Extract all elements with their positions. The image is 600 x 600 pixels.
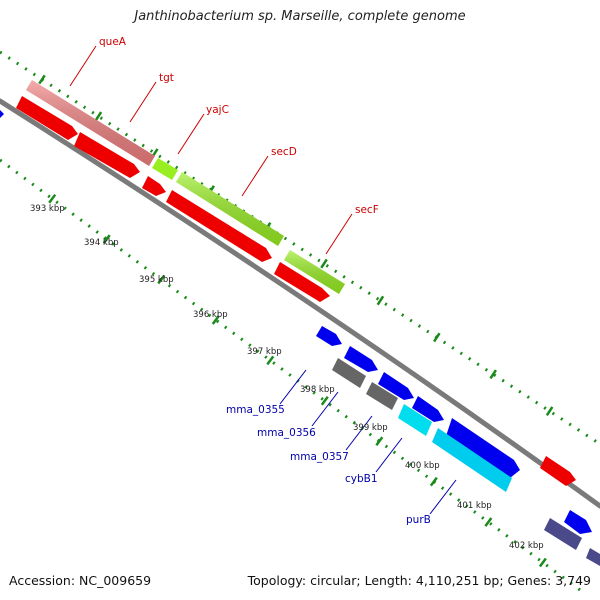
gene-purB-block[interactable] (432, 428, 512, 492)
kbp-label-400: 400 kbp (405, 461, 440, 471)
gene-blue-2[interactable] (344, 346, 378, 372)
kbp-scale-labels: 393 kbp 394 kbp 395 kbp 396 kbp 397 kbp … (30, 204, 544, 551)
label-purB: purB (406, 514, 431, 526)
gene-cybB1-block[interactable] (398, 404, 432, 436)
gene-mma_0356-block[interactable] (366, 382, 398, 410)
label-leaders (69, 45, 457, 515)
gene-tgt[interactable] (142, 176, 166, 196)
kbp-label-398: 398 kbp (300, 385, 335, 395)
inner-major-tick (429, 476, 438, 487)
leader-yajC (177, 113, 205, 155)
outer-major-tick (433, 332, 441, 343)
gene-labels: queA tgt yajC secD secF mma_0355 mma_035… (99, 36, 431, 526)
kbp-label-393: 393 kbp (30, 204, 65, 214)
label-tgt: tgt (159, 72, 174, 84)
accession-text: Accession: NC_009659 (9, 573, 152, 588)
inner-major-tick (375, 436, 384, 446)
kbp-label-402: 402 kbp (509, 541, 544, 551)
outer-major-tick (545, 406, 554, 416)
leader-purB (429, 479, 457, 515)
label-mma_0355: mma_0355 (226, 404, 285, 416)
tick-ring-inner (0, 158, 581, 592)
leader-mma_0356 (311, 391, 339, 427)
kbp-label-395: 395 kbp (139, 275, 174, 285)
leader-secF (325, 213, 353, 255)
gene-red-4[interactable] (166, 190, 272, 262)
inner-major-tick (48, 193, 57, 204)
label-cybB1: cybB1 (345, 473, 378, 485)
map-title: Janthinobacterium sp. Marseille, complet… (134, 9, 466, 24)
gene-red-1[interactable] (16, 96, 78, 140)
leader-mma_0357 (345, 415, 373, 451)
gene-red-2[interactable] (74, 132, 140, 178)
inner-major-tick (266, 355, 275, 366)
genome-backbone (0, 98, 600, 509)
gene-purple-2[interactable] (586, 548, 600, 566)
gene-queA[interactable] (26, 80, 155, 166)
label-secF: secF (355, 204, 379, 216)
gene-blue-6[interactable] (564, 510, 592, 534)
kbp-label-394: 394 kbp (84, 238, 119, 248)
leader-secD (241, 155, 269, 197)
kbp-label-397: 397 kbp (247, 347, 282, 357)
outer-major-tick (94, 111, 103, 122)
gene-blue-5[interactable] (446, 418, 520, 478)
inner-major-tick (484, 517, 493, 527)
gene-blue-3[interactable] (378, 372, 414, 400)
gene-blue-4[interactable] (412, 396, 444, 422)
inner-major-tick (320, 396, 329, 406)
genome-summary-text: Topology: circular; Length: 4,110,251 bp… (247, 573, 591, 588)
leader-mma_0355 (279, 369, 307, 405)
leader-cybB1 (375, 437, 403, 473)
leader-tgt (129, 81, 157, 123)
inner-major-tick (211, 315, 220, 325)
kbp-label-399: 399 kbp (353, 423, 388, 433)
inner-major-tick (157, 274, 166, 285)
gene-purple-1[interactable] (544, 518, 582, 550)
gene-secF[interactable] (284, 250, 345, 294)
outer-major-tick (376, 295, 385, 306)
gene-red-right[interactable] (540, 456, 576, 486)
label-yajC: yajC (206, 104, 229, 116)
leader-queA (69, 45, 97, 87)
outer-major-tick (489, 369, 497, 380)
gene-red-5[interactable] (274, 262, 330, 302)
gene-yajC[interactable] (152, 158, 178, 180)
label-mma_0357: mma_0357 (290, 451, 349, 463)
kbp-label-401: 401 kbp (457, 501, 492, 511)
gene-blue-1[interactable] (316, 326, 342, 346)
label-queA: queA (99, 36, 127, 48)
gene-fragment-left (0, 110, 4, 118)
outer-major-tick (38, 74, 46, 85)
outer-major-tick (320, 258, 328, 269)
kbp-label-396: 396 kbp (193, 310, 228, 320)
gene-secD[interactable] (176, 172, 284, 246)
label-mma_0356: mma_0356 (257, 427, 316, 439)
label-secD: secD (271, 146, 297, 158)
gene-mma_0355-block[interactable] (332, 358, 366, 388)
major-ticks (38, 74, 554, 568)
inner-major-tick (102, 234, 111, 244)
inner-major-tick (538, 557, 547, 568)
